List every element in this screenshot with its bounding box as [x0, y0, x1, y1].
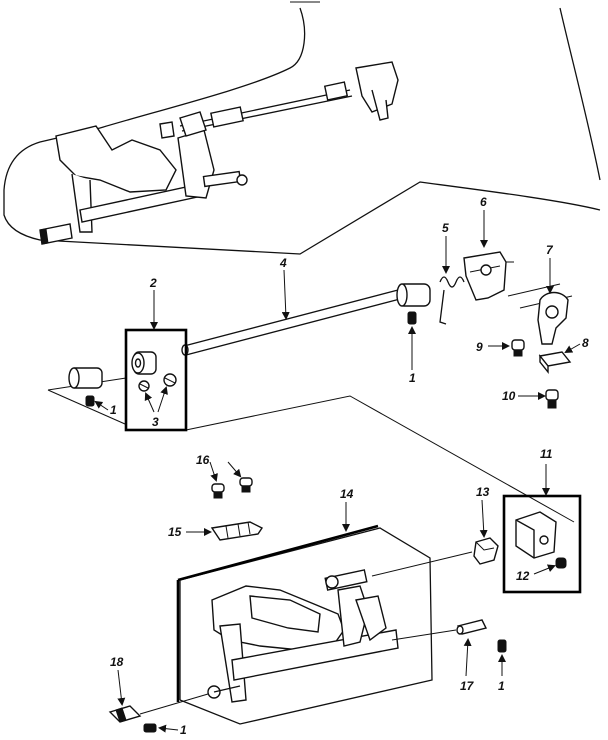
callout-12: 12 [516, 569, 530, 583]
callout-16: 16 [196, 453, 210, 467]
callout-1-lower-right: 1 [498, 679, 505, 693]
callout-5: 5 [442, 221, 449, 235]
machine-body-outline [3, 1, 601, 255]
callout-15: 15 [168, 525, 182, 539]
callout-10: 10 [502, 389, 516, 403]
lower-mechanism [207, 569, 399, 703]
connector-line-17 [391, 629, 457, 641]
left-collar [68, 367, 103, 389]
top-installed-mechanism [39, 61, 399, 245]
right-collar [396, 283, 431, 307]
set-screw-lower-left [143, 723, 157, 733]
panel-part-14 [176, 524, 433, 725]
callout-2: 2 [149, 276, 157, 290]
shaft-part-4 [181, 289, 401, 356]
callout-11: 11 [540, 447, 553, 461]
callout-8: 8 [582, 336, 589, 350]
screw-part-12 [555, 557, 567, 569]
connector-line-18 [139, 693, 209, 715]
part-3-screws [138, 373, 177, 392]
part-2-frame [124, 328, 188, 432]
callout-17: 17 [460, 679, 475, 693]
callout-18: 18 [110, 655, 124, 669]
callout-4: 4 [279, 256, 287, 270]
callout-1-lower-left: 1 [180, 723, 187, 737]
callout-labels: 2 4 5 6 7 8 9 10 1 1 3 11 16 14 13 15 12… [110, 195, 589, 737]
callout-13: 13 [476, 485, 490, 499]
plate-part-15 [210, 521, 264, 541]
pin-part-17 [456, 619, 488, 635]
screws-part-16 [211, 477, 253, 499]
part-11-frame [502, 494, 582, 594]
bracket-part-6 [463, 251, 514, 301]
callout-7: 7 [546, 243, 554, 257]
set-screw-lower-right [497, 639, 507, 653]
part-2-collar [131, 351, 157, 375]
nut-part-8 [538, 351, 572, 374]
screw-part-18 [108, 705, 142, 723]
screw-part-9 [511, 339, 525, 357]
set-screw-mid [407, 311, 417, 325]
clamp-part-7 [537, 291, 569, 345]
spring-part-5 [439, 276, 465, 325]
screw-part-10 [545, 389, 559, 409]
leader-arrows [94, 210, 581, 733]
callout-1-mid: 1 [409, 371, 416, 385]
callout-1-left: 1 [110, 403, 117, 417]
callout-6: 6 [480, 195, 487, 209]
component-part-11 [515, 511, 557, 559]
set-screw-left [85, 395, 95, 407]
callout-9: 9 [476, 340, 483, 354]
block-part-13 [473, 537, 499, 565]
connector-line-13 [371, 551, 473, 577]
callout-14: 14 [340, 487, 354, 501]
callout-3: 3 [152, 415, 159, 429]
